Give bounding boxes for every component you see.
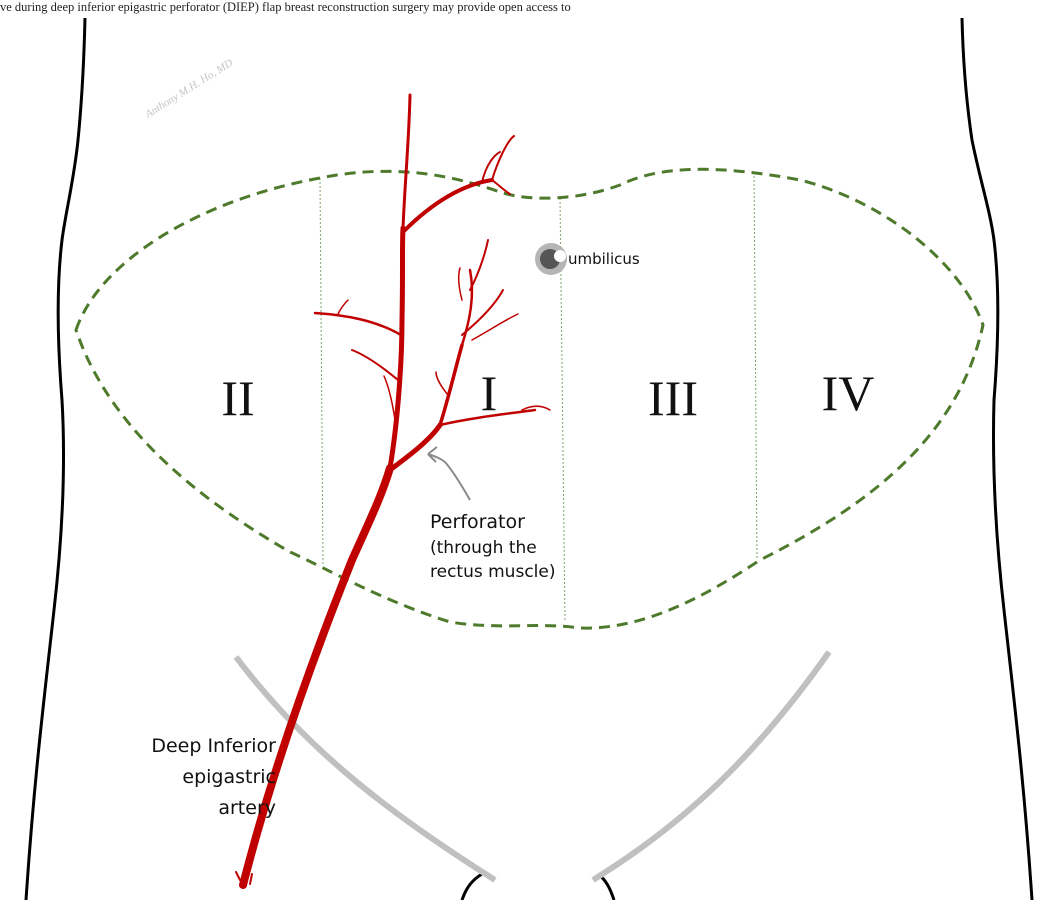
pubic-line-right (593, 652, 829, 880)
watermark: Anthony M.H. Ho, MD (142, 57, 235, 121)
body-outline-left (26, 18, 85, 900)
perforator-label-line-2: (through the (430, 538, 537, 558)
zone-label-i: I (481, 365, 498, 421)
perforator-label-line-1: Perforator (430, 511, 525, 533)
body-outline-right (962, 18, 1032, 900)
umbilicus-label: umbilicus (568, 250, 640, 268)
groin-outline-left (462, 874, 482, 900)
artery-label-line-2: epigastric (182, 766, 276, 788)
zone-label-iii: III (648, 370, 698, 426)
zone-divider-3 (754, 172, 757, 560)
artery-label-line-1: Deep Inferior (151, 735, 276, 757)
perforator-arrowhead (428, 447, 437, 462)
artery-label-line-3: artery (218, 797, 276, 819)
zone-label-iv: IV (822, 365, 875, 421)
zone-label-ii: II (221, 370, 254, 426)
zone-divider-1 (320, 178, 323, 565)
deep-inferior-epigastric-artery (236, 95, 550, 886)
perforator-label-line-3: rectus muscle) (430, 562, 555, 582)
umbilicus-highlight (554, 250, 566, 262)
